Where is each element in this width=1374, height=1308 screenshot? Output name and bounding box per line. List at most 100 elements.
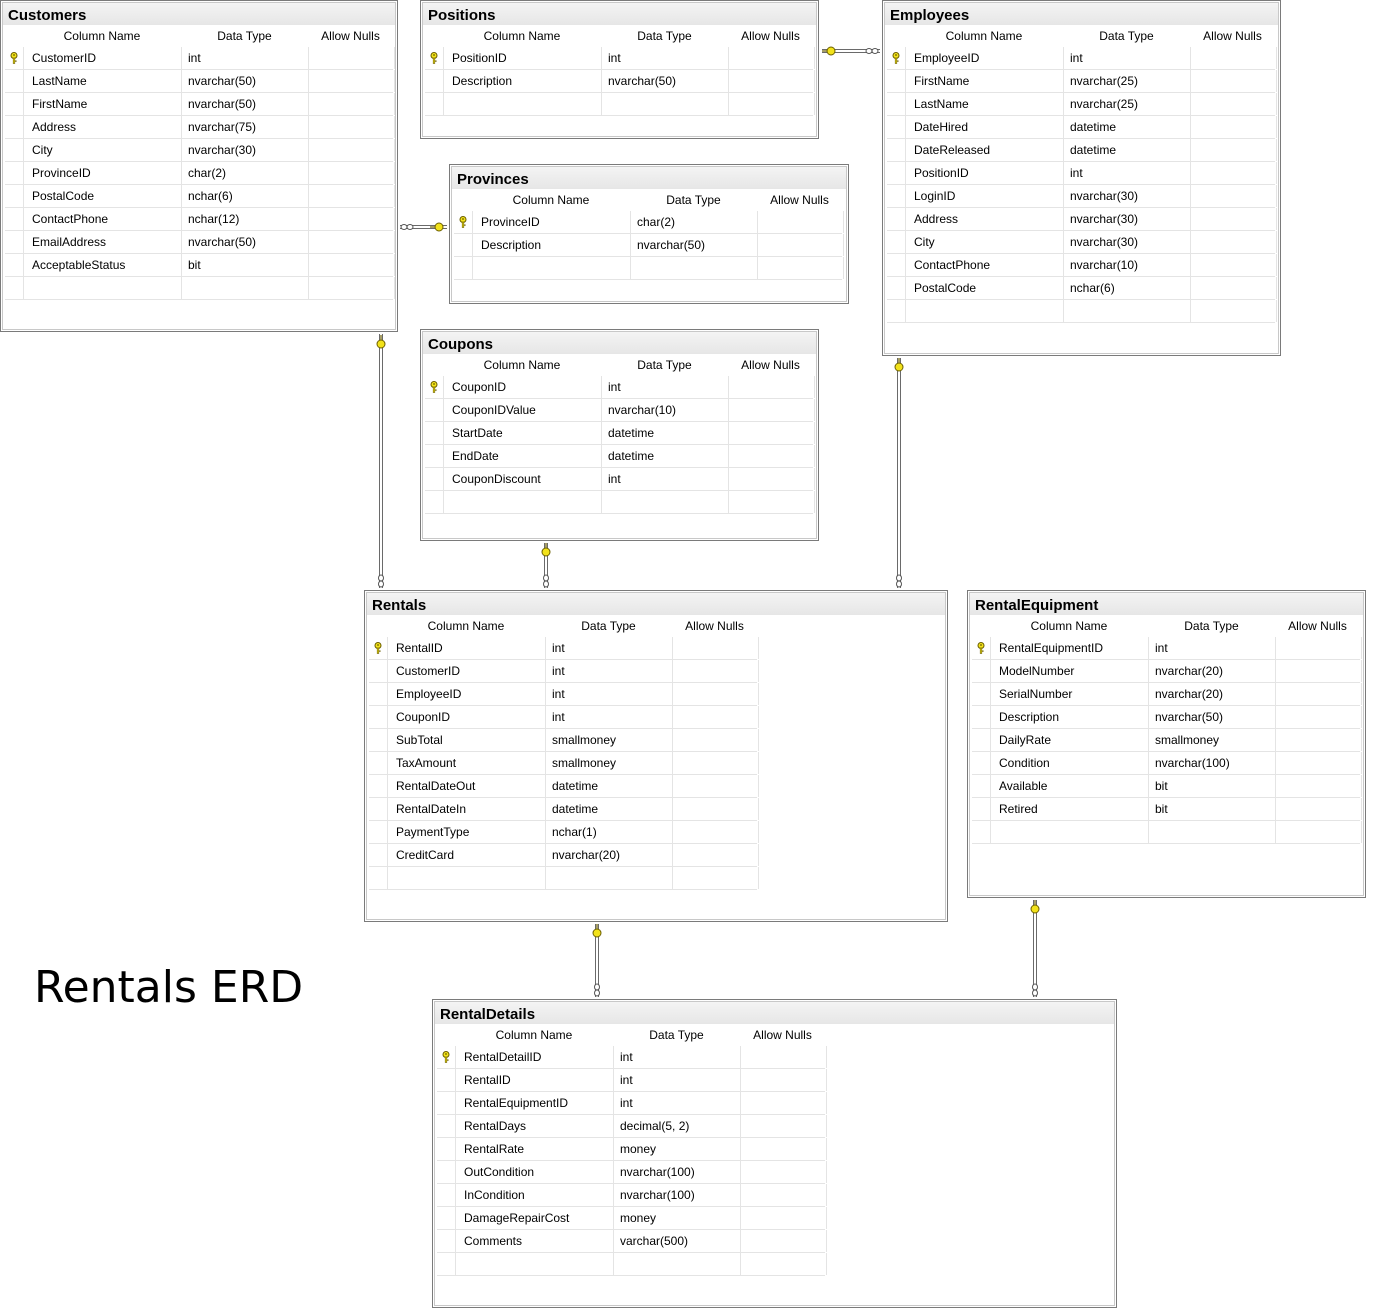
data-type-cell[interactable]: int [546,660,673,682]
data-type-cell[interactable]: int [546,637,673,659]
allow-nulls-cell[interactable] [673,706,759,728]
row-selector[interactable] [369,775,388,797]
allow-nulls-cell[interactable] [673,683,759,705]
row-selector[interactable] [369,821,388,843]
data-type-cell[interactable]: int [602,376,729,398]
data-type-cell[interactable]: nvarchar(10) [1064,254,1191,276]
row-selector[interactable] [5,254,24,276]
allow-nulls-cell[interactable] [309,47,395,69]
allow-nulls-cell[interactable] [1191,162,1277,184]
allow-nulls-cell[interactable] [1276,706,1362,728]
column-name-cell[interactable]: EmailAddress [24,231,182,253]
table-row-empty[interactable] [454,257,844,280]
row-selector[interactable] [369,844,388,866]
row-selector[interactable] [454,211,473,233]
column-name-cell[interactable]: RentalID [456,1069,614,1091]
column-name-cell[interactable]: EmployeeID [388,683,546,705]
row-selector[interactable] [887,254,906,276]
column-name-cell[interactable]: EmployeeID [906,47,1064,69]
row-selector[interactable] [369,660,388,682]
row-selector[interactable] [972,683,991,705]
column-name-cell[interactable]: RentalDateIn [388,798,546,820]
row-selector[interactable] [972,821,991,843]
data-type-cell[interactable]: nvarchar(30) [182,139,309,161]
data-type-cell[interactable] [182,277,309,299]
allow-nulls-cell[interactable] [741,1115,827,1137]
data-type-cell[interactable]: int [546,683,673,705]
data-type-cell[interactable]: datetime [602,422,729,444]
column-name-cell[interactable]: DamageRepairCost [456,1207,614,1229]
row-selector[interactable] [5,70,24,92]
allow-nulls-cell[interactable] [1276,660,1362,682]
row-selector[interactable] [5,93,24,115]
column-name-cell[interactable]: Address [24,116,182,138]
allow-nulls-cell[interactable] [309,277,395,299]
data-type-cell[interactable] [1149,821,1276,843]
allow-nulls-cell[interactable] [1191,208,1277,230]
row-selector[interactable] [454,234,473,256]
column-name-cell[interactable]: PostalCode [906,277,1064,299]
column-name-cell[interactable]: DailyRate [991,729,1149,751]
allow-nulls-cell[interactable] [741,1161,827,1183]
column-name-cell[interactable]: CustomerID [388,660,546,682]
row-selector[interactable] [437,1184,456,1206]
data-type-cell[interactable]: smallmoney [546,729,673,751]
column-name-cell[interactable]: Retired [991,798,1149,820]
row-selector[interactable] [437,1092,456,1114]
data-type-cell[interactable]: bit [182,254,309,276]
column-name-cell[interactable]: RentalDateOut [388,775,546,797]
data-type-cell[interactable]: int [602,47,729,69]
row-selector[interactable] [425,491,444,513]
allow-nulls-cell[interactable] [673,775,759,797]
allow-nulls-cell[interactable] [1276,798,1362,820]
allow-nulls-cell[interactable] [758,257,844,279]
row-selector[interactable] [425,468,444,490]
data-type-cell[interactable]: nvarchar(50) [182,70,309,92]
row-selector[interactable] [5,208,24,230]
allow-nulls-cell[interactable] [729,468,815,490]
row-selector[interactable] [437,1046,456,1068]
data-type-cell[interactable]: nvarchar(10) [602,399,729,421]
allow-nulls-cell[interactable] [729,70,815,92]
data-type-cell[interactable]: nvarchar(25) [1064,70,1191,92]
data-type-cell[interactable]: nvarchar(50) [182,93,309,115]
data-type-cell[interactable]: char(2) [631,211,758,233]
column-name-cell[interactable]: ContactPhone [24,208,182,230]
allow-nulls-cell[interactable] [741,1207,827,1229]
column-name-cell[interactable]: CreditCard [388,844,546,866]
data-type-cell[interactable]: nvarchar(50) [631,234,758,256]
column-name-cell[interactable] [444,93,602,115]
allow-nulls-cell[interactable] [309,116,395,138]
allow-nulls-cell[interactable] [741,1184,827,1206]
column-name-cell[interactable]: City [24,139,182,161]
data-type-cell[interactable]: int [614,1046,741,1068]
column-name-cell[interactable]: CouponIDValue [444,399,602,421]
allow-nulls-cell[interactable] [1276,683,1362,705]
table-row-empty[interactable] [887,300,1277,323]
column-name-cell[interactable] [906,300,1064,322]
row-selector[interactable] [369,683,388,705]
column-name-cell[interactable]: CouponID [388,706,546,728]
allow-nulls-cell[interactable] [673,867,759,889]
column-name-cell[interactable]: City [906,231,1064,253]
column-name-cell[interactable]: PaymentType [388,821,546,843]
data-type-cell[interactable]: datetime [602,445,729,467]
row-selector[interactable] [972,775,991,797]
row-selector[interactable] [887,139,906,161]
allow-nulls-cell[interactable] [673,798,759,820]
